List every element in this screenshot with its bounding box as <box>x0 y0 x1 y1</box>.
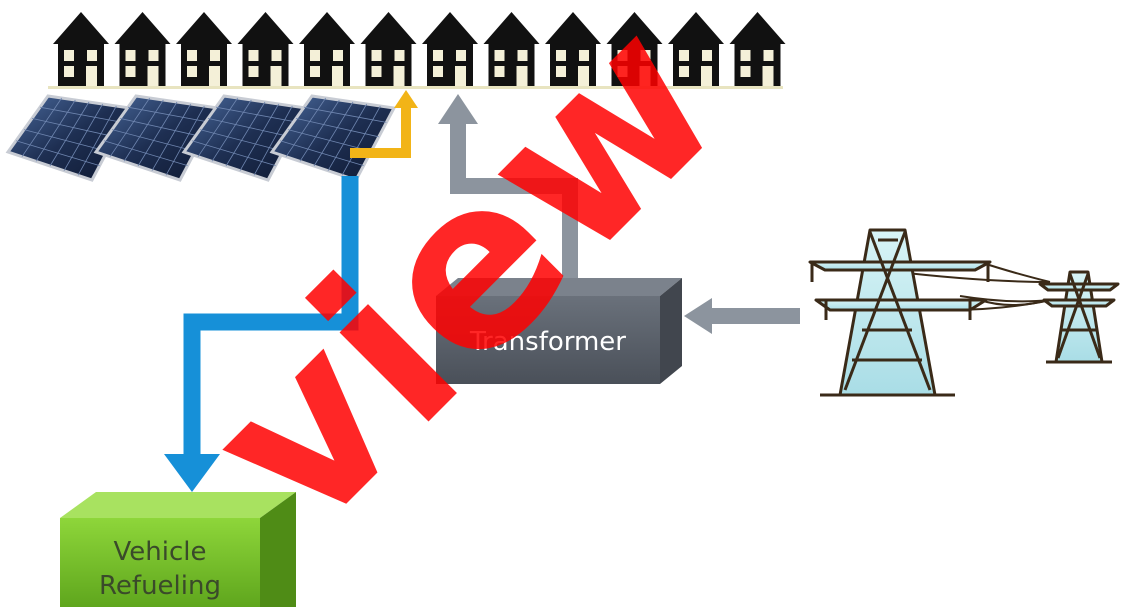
large-tower-icon <box>808 228 992 397</box>
solar-to-homes-arrow <box>350 90 418 158</box>
house-icon <box>299 12 355 88</box>
solar-panel-icon <box>93 94 221 182</box>
house-icon <box>606 12 663 88</box>
transmission-towers <box>808 228 1120 397</box>
house-icon <box>237 12 294 88</box>
house-icon <box>360 12 417 88</box>
transformer-to-homes-arrow <box>438 94 578 286</box>
vehicle-refueling-label-line2: Refueling <box>99 571 221 601</box>
house-icon <box>176 12 232 88</box>
house-icon <box>545 12 601 88</box>
house-icon <box>53 12 109 88</box>
powerline-to-transformer-arrow <box>684 298 800 334</box>
solar-panel-icon <box>5 94 133 182</box>
house-icon <box>483 12 540 88</box>
solar-to-refueling-arrow <box>164 176 359 492</box>
solar-panel-icon <box>181 94 309 182</box>
house-icon <box>668 12 724 88</box>
house-icon <box>422 12 478 88</box>
small-tower-icon <box>1038 270 1120 364</box>
houses-row <box>48 12 786 89</box>
transformer-label: Transformer <box>469 327 626 357</box>
house-icon <box>114 12 171 88</box>
street-strip <box>48 86 783 89</box>
transformer-box: Transformer <box>436 278 682 384</box>
solar-panels <box>5 94 397 182</box>
vehicle-refueling-label-line1: Vehicle <box>114 537 207 567</box>
vehicle-refueling-box: Vehicle Refueling <box>60 492 296 607</box>
house-icon <box>729 12 786 88</box>
